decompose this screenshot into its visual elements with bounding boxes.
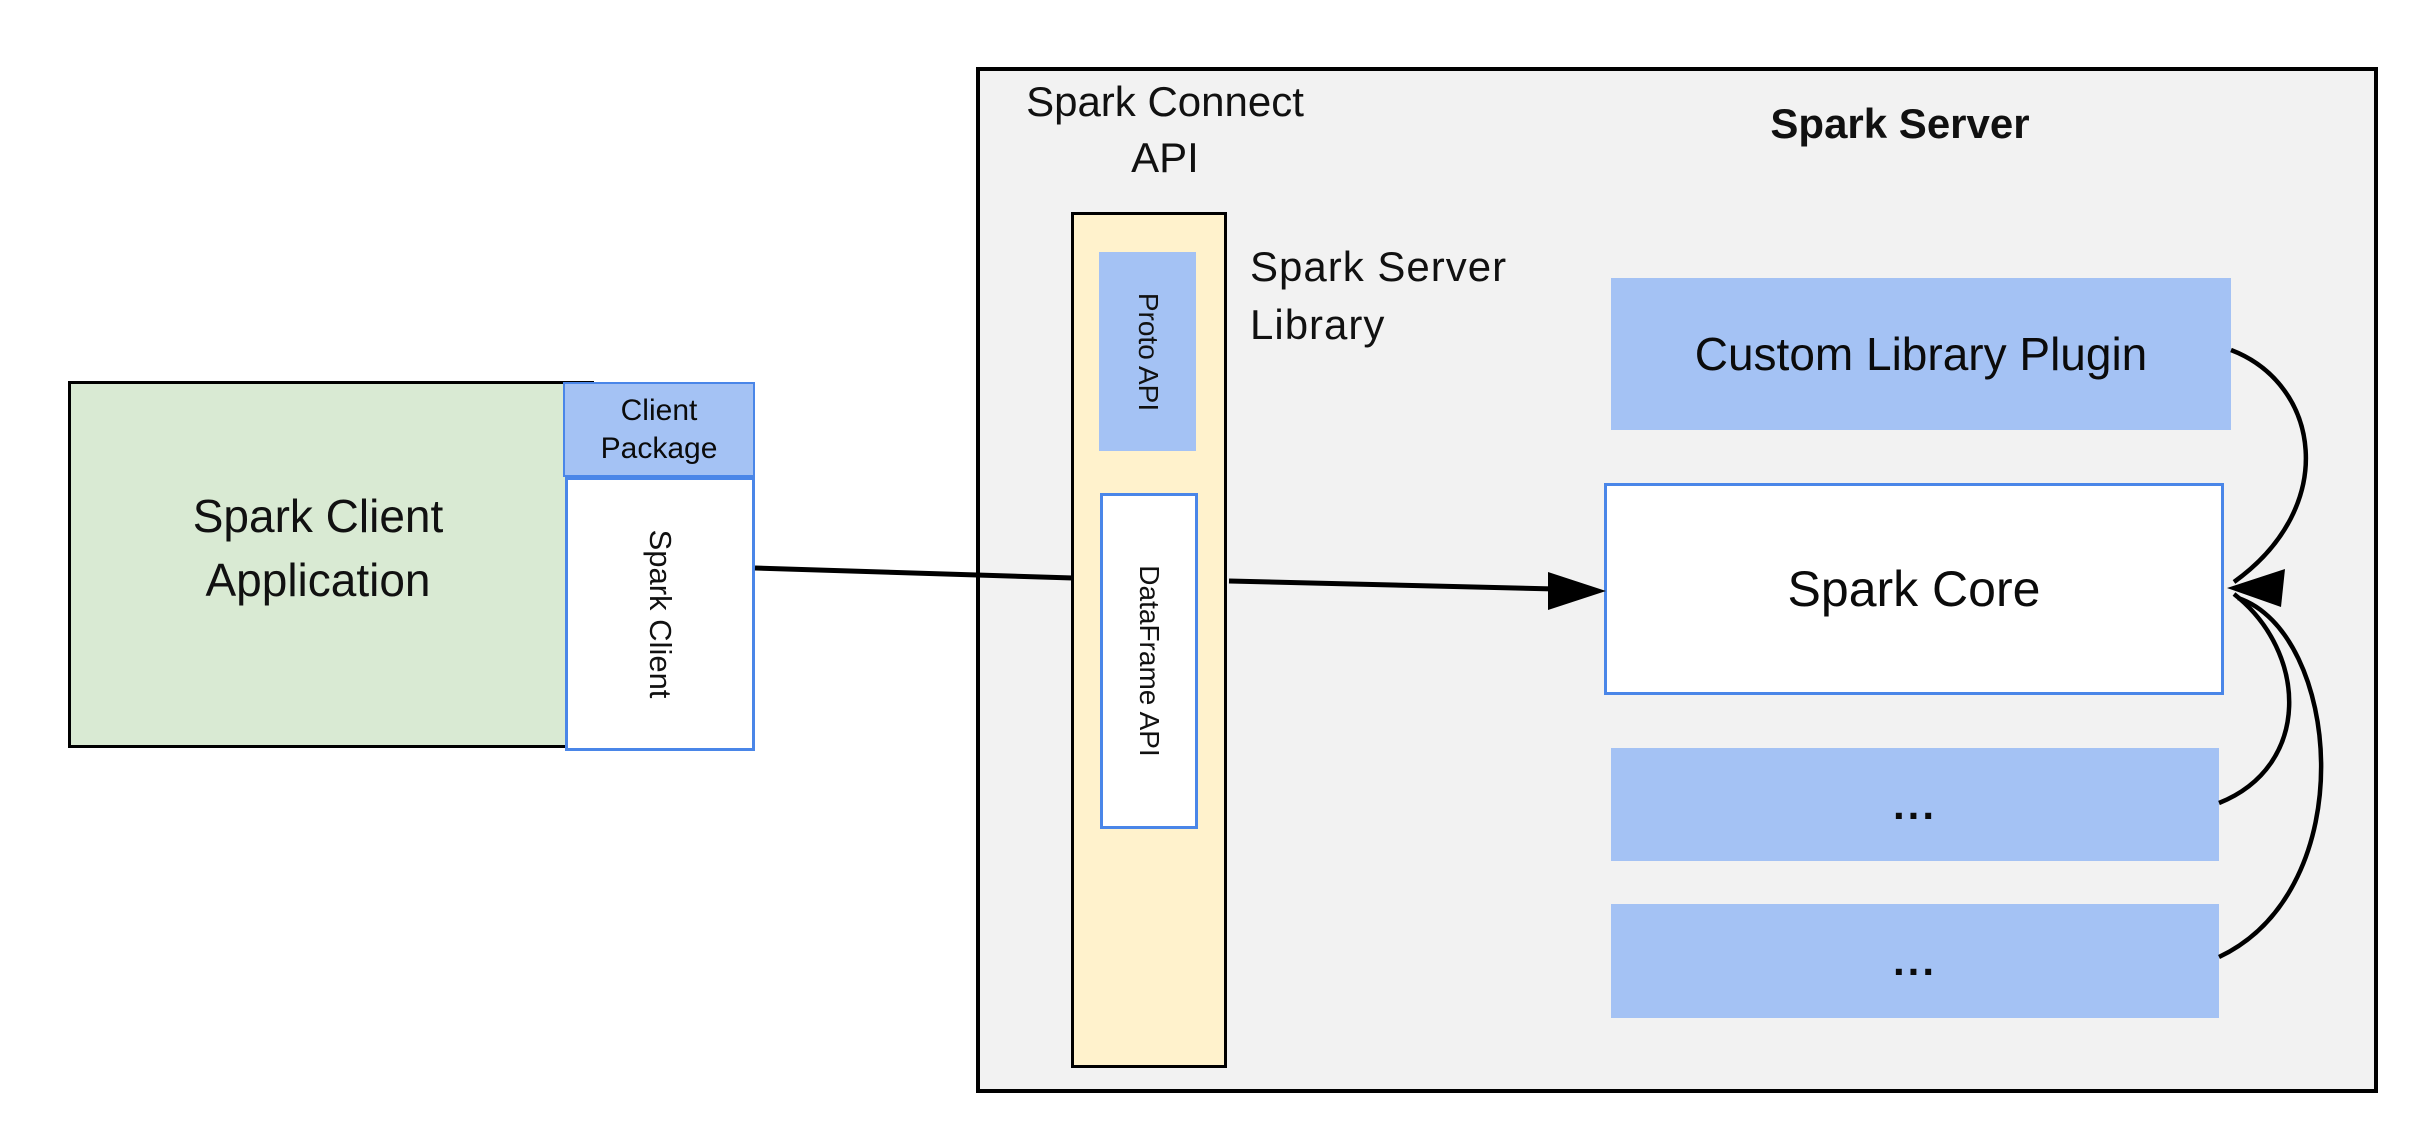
custom-library-plugin-box: Custom Library Plugin <box>1611 278 2231 430</box>
ellipsis-box-1: ... <box>1611 748 2219 861</box>
dataframe-api-box: DataFrame API <box>1100 493 1198 829</box>
spark-client-application-box <box>68 381 594 748</box>
spark-connect-api-line1: Spark Connect <box>1026 78 1304 125</box>
spark-client-box: Spark Client <box>565 477 755 751</box>
spark-core-box: Spark Core <box>1604 483 2224 695</box>
proto-api-label: Proto API <box>1132 292 1164 411</box>
ellipsis-box-2: ... <box>1611 904 2219 1018</box>
client-package-line1: Client <box>620 393 698 427</box>
spark-server-library-line2: Library <box>1250 301 1386 348</box>
spark-connect-api-line2: API <box>1131 134 1199 181</box>
ellipsis-label-1: ... <box>1892 780 1937 828</box>
spark-client-application-line1: Spark Client <box>192 490 444 542</box>
client-package-box: Client Package <box>563 382 755 477</box>
client-package-line2: Package <box>600 431 718 465</box>
spark-client-label: Spark Client <box>643 529 678 699</box>
ellipsis-label-2: ... <box>1892 937 1937 984</box>
dataframe-api-label: DataFrame API <box>1134 565 1165 757</box>
spark-core-label: Spark Core <box>1787 561 2041 617</box>
spark-server-library-line1: Spark Server <box>1250 243 1508 290</box>
spark-client-application-line2: Application <box>205 554 431 606</box>
custom-library-plugin-label: Custom Library Plugin <box>1694 328 2148 380</box>
proto-api-box: Proto API <box>1099 252 1196 451</box>
spark-server-title: Spark Server <box>1770 100 2030 147</box>
